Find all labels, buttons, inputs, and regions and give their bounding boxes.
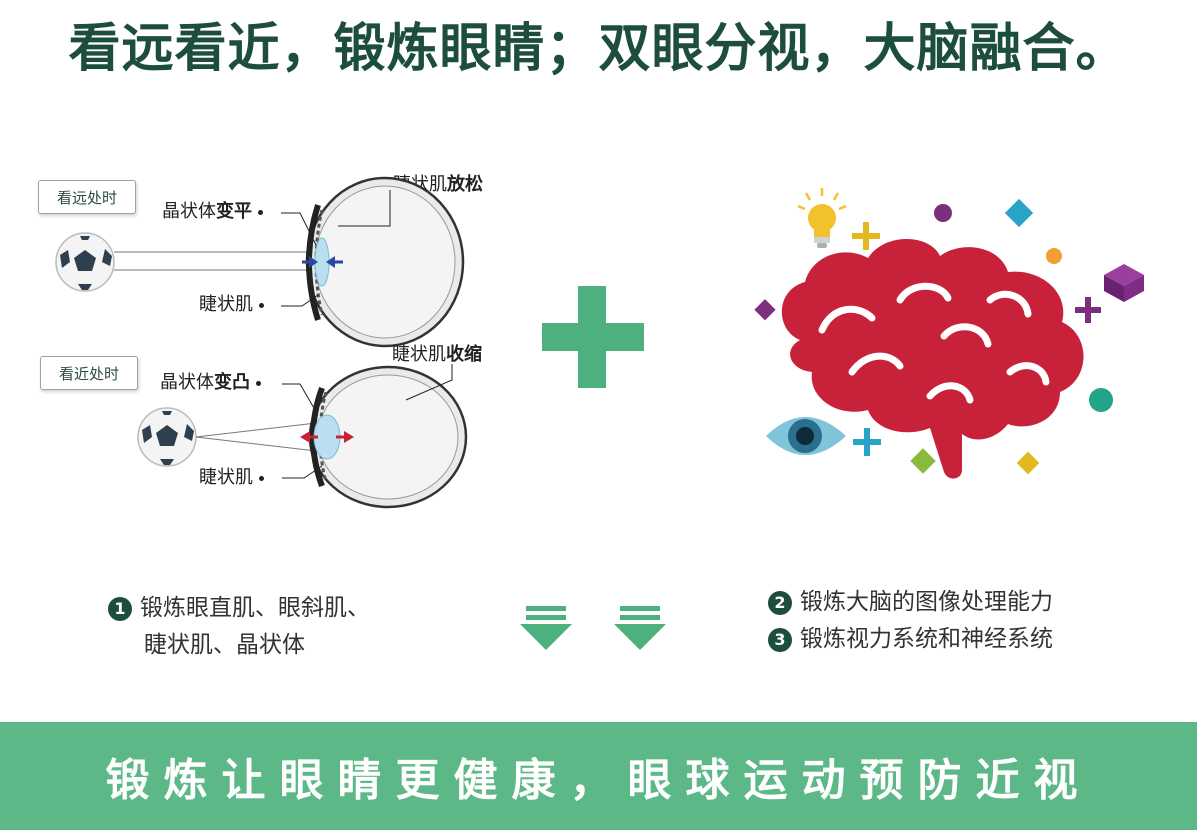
near-lens-arrows [300, 431, 354, 443]
eye-icon [766, 417, 846, 455]
footer-banner: 锻炼让眼睛更健康，眼球运动预防近视 [0, 722, 1197, 830]
far-lens-arrows [302, 256, 343, 268]
page-title: 看远看近，锻炼眼睛；双眼分视，大脑融合。 [68, 19, 1129, 79]
lightbulb-icon [797, 188, 847, 248]
near-ciliary-top-state: 收缩 [446, 344, 482, 365]
point-1: 1 锻炼眼直肌、眼斜肌、 睫状肌、晶状体 [108, 590, 370, 664]
diamond-blue-icon [1004, 198, 1034, 228]
far-ciliary-top-state: 放松 [447, 174, 483, 195]
down-arrow-right-icon [614, 606, 666, 650]
diamond-yellow-icon [1016, 451, 1040, 475]
near-soccer-ball-icon [137, 407, 197, 467]
dot-teal-icon [1089, 388, 1113, 412]
diamond-purple-icon [754, 299, 776, 321]
point-2-text: 锻炼大脑的图像处理能力 [800, 589, 1053, 615]
point-2-number: 2 [768, 590, 792, 615]
near-ciliary-top-prefix: 睫状肌 [392, 344, 446, 365]
far-lens-label: 晶状体变平 [162, 197, 263, 223]
point-3-number: 3 [768, 627, 792, 652]
plus-purple-icon [1075, 297, 1101, 323]
near-leader-lines [282, 364, 453, 479]
near-lens-label: 晶状体变凸 [160, 368, 261, 394]
point-1-line-2: 睫状肌、晶状体 [144, 632, 305, 658]
near-eyeball [308, 365, 468, 509]
near-ciliary-top-label: 睫状肌收缩 [392, 340, 482, 366]
far-soccer-ball-icon [55, 232, 115, 292]
far-leader-lines [281, 190, 391, 307]
dot-purple-icon [934, 204, 952, 222]
far-ciliary-label-text: 睫状肌 [199, 294, 253, 315]
far-ciliary-pointer-dot [259, 302, 264, 308]
far-lens-label-state: 变平 [216, 201, 252, 222]
far-lens-label-prefix: 晶状体 [162, 201, 216, 222]
dot-orange-icon [1046, 248, 1062, 264]
near-ciliary-pointer-dot [259, 475, 264, 481]
point-3-text: 锻炼视力系统和神经系统 [800, 626, 1053, 652]
point-1-line-1: 锻炼眼直肌、眼斜肌、 [140, 595, 370, 621]
near-ciliary-label-text: 睫状肌 [199, 467, 253, 488]
point-2: 2 锻炼大脑的图像处理能力 [768, 584, 1053, 621]
plus-blue-icon [853, 428, 881, 456]
near-view-tag: 看近处时 [40, 356, 138, 390]
point-1-number: 1 [108, 596, 132, 621]
point-3: 3 锻炼视力系统和神经系统 [768, 621, 1053, 658]
footer-slogan: 锻炼让眼睛更健康，眼球运动预防近视 [105, 755, 1092, 806]
brain-icon [781, 239, 1084, 479]
near-lens-pointer-dot [256, 380, 261, 386]
near-lens-label-state: 变凸 [214, 372, 250, 393]
far-view-tag: 看远处时 [38, 180, 136, 214]
down-arrow-left-icon [520, 606, 572, 650]
far-lens-pointer-dot [258, 209, 263, 215]
diamond-green-icon [910, 448, 936, 474]
plus-yellow-icon [852, 222, 880, 250]
far-ciliary-label: 睫状肌 [199, 290, 264, 316]
near-ciliary-label: 睫状肌 [199, 463, 264, 489]
near-lens-label-prefix: 晶状体 [160, 372, 214, 393]
cube-purple-icon [1104, 264, 1144, 302]
plus-sign-horizontal [542, 323, 644, 351]
